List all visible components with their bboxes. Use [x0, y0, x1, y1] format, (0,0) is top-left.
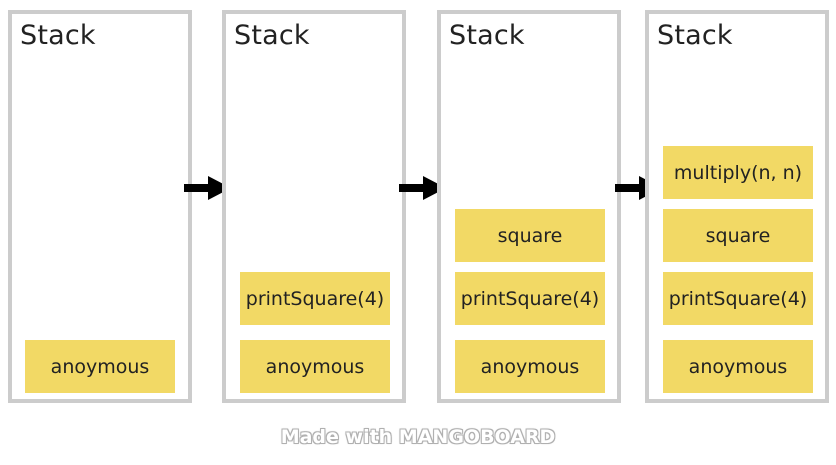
stack-panel-4: Stack multiply(n, n) square printSquare(…: [645, 10, 829, 403]
stack-title: Stack: [234, 20, 310, 51]
stack-frame: anoymous: [25, 340, 175, 393]
stack-title: Stack: [20, 20, 96, 51]
stack-frame: multiply(n, n): [663, 146, 813, 199]
stack-frame: printSquare(4): [240, 272, 390, 325]
arrow-right-icon: [184, 176, 231, 200]
stack-frame: square: [663, 209, 813, 262]
stack-title: Stack: [657, 20, 733, 51]
watermark-text: Made with MANGOBOARD: [280, 426, 556, 448]
stack-title: Stack: [449, 20, 525, 51]
stack-panel-3: Stack square printSquare(4) anoymous: [437, 10, 621, 403]
arrow-right-icon: [399, 176, 446, 200]
stack-frame: printSquare(4): [455, 272, 605, 325]
stack-frame: anoymous: [455, 340, 605, 393]
stack-frame: anoymous: [663, 340, 813, 393]
stack-panel-2: Stack printSquare(4) anoymous: [222, 10, 406, 403]
stack-frame: anoymous: [240, 340, 390, 393]
stack-panel-1: Stack anoymous: [8, 10, 192, 403]
stack-frame: square: [455, 209, 605, 262]
stack-frame: printSquare(4): [663, 272, 813, 325]
